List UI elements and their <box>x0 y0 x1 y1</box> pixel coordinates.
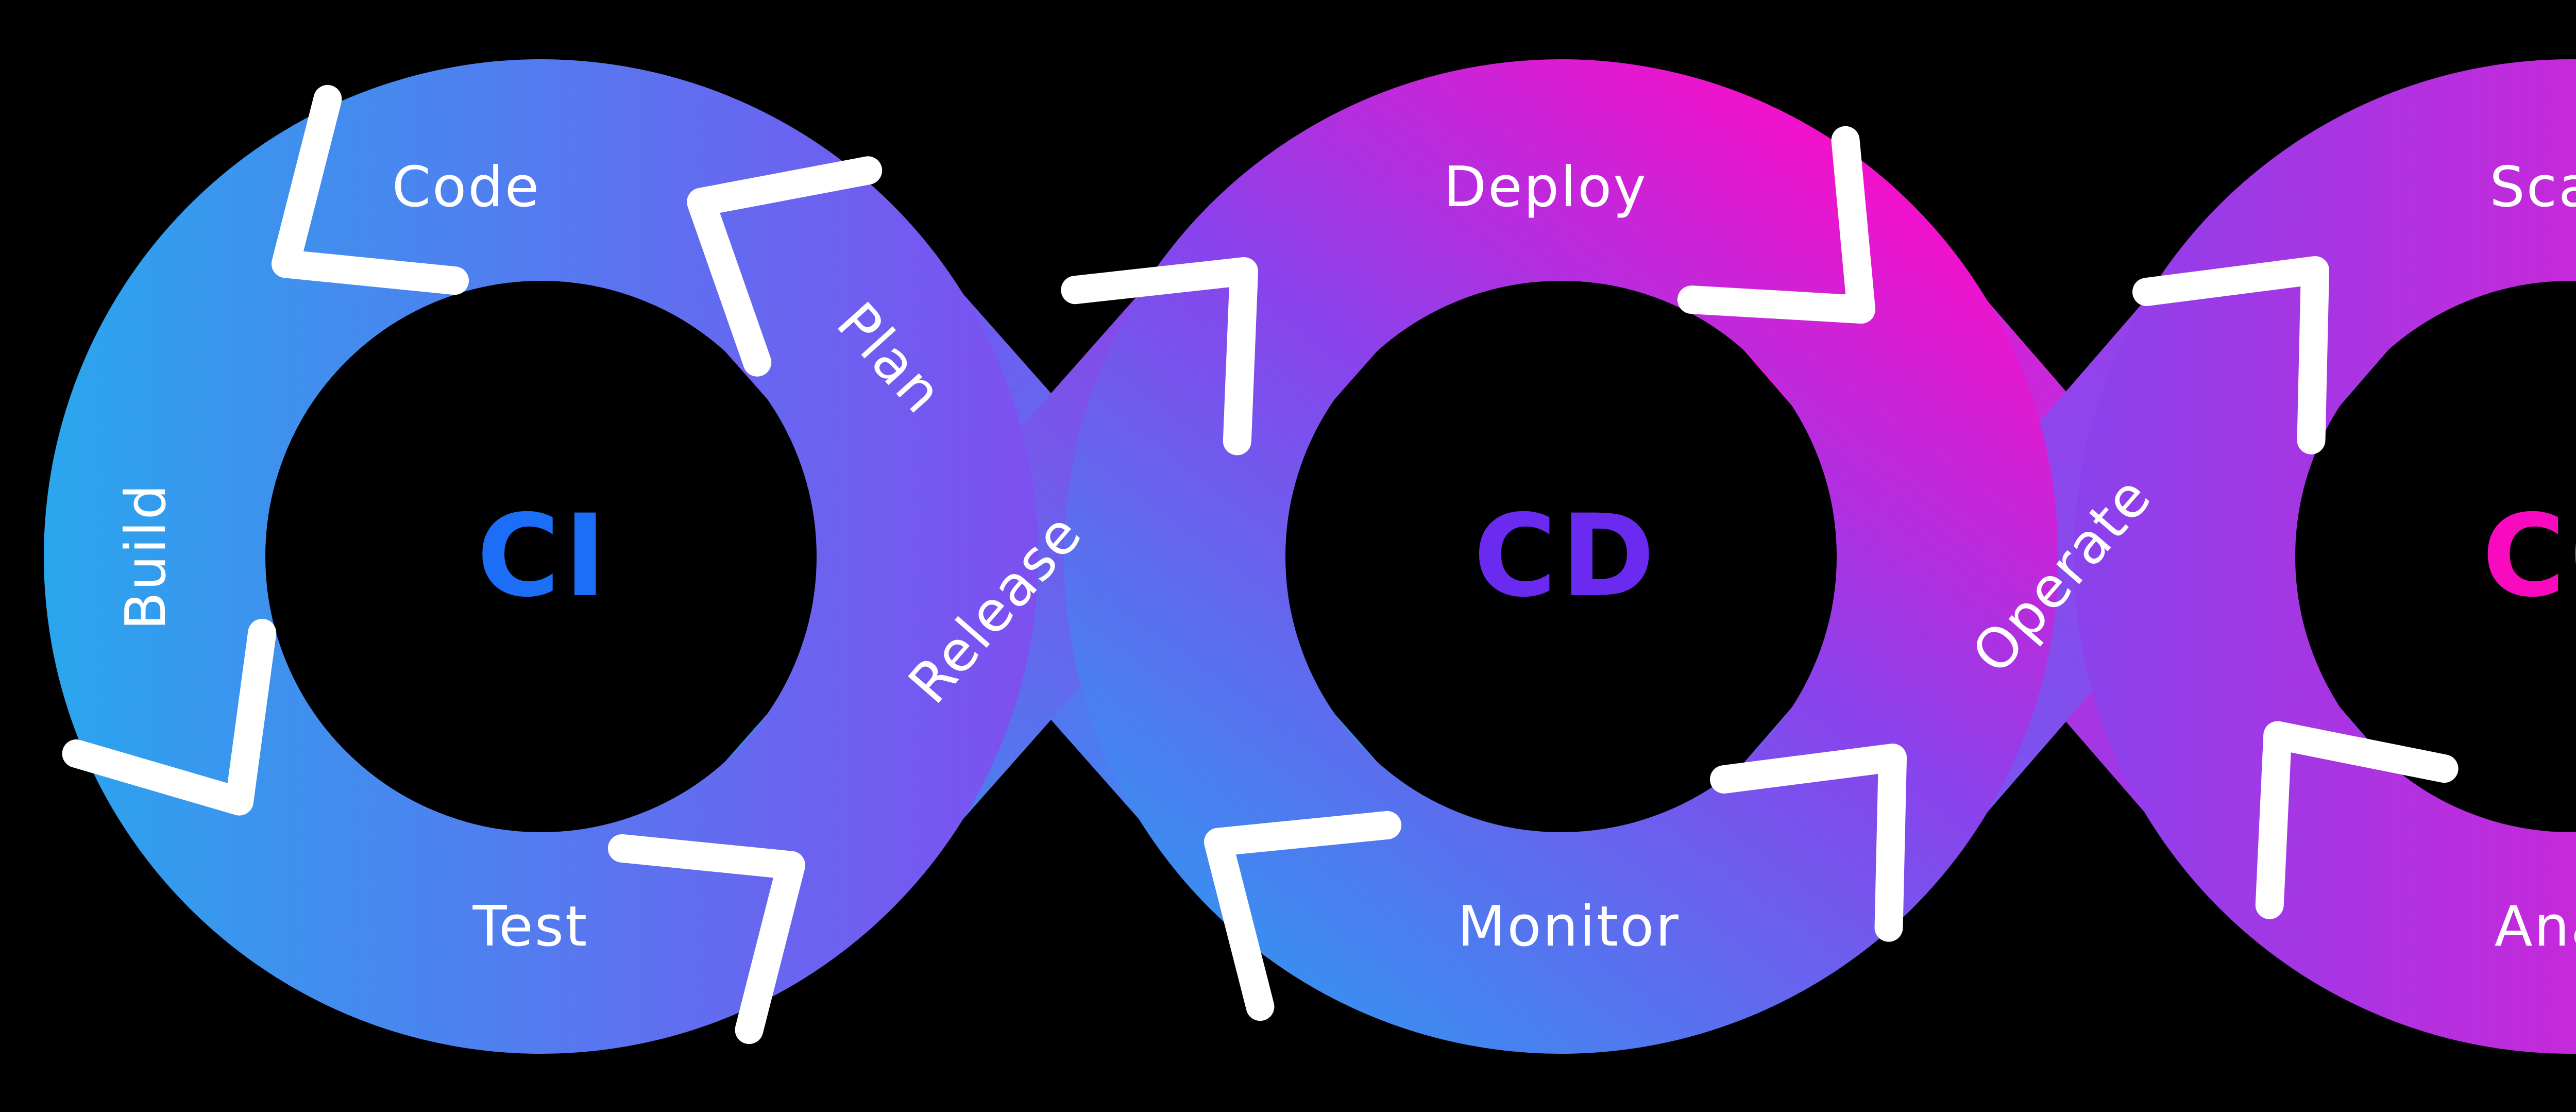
flow-arrows <box>62 85 2459 1044</box>
flow-arrow-icon <box>62 618 277 816</box>
co-loop-ring <box>2074 59 2576 1054</box>
flow-arrow-icon <box>271 85 469 295</box>
step-label-deploy: Deploy <box>1444 155 1648 220</box>
step-label-build: Build <box>114 483 178 630</box>
flow-arrow-icon <box>1061 257 1259 456</box>
flow-arrow-icon <box>1709 744 1907 942</box>
flow-arrow-icon <box>2132 256 2330 454</box>
cd-loop-ring <box>1064 59 2058 1054</box>
step-label-scale: Scale <box>2489 155 2576 220</box>
flow-arrow-icon <box>607 834 806 1044</box>
co-loop-label: CO <box>2482 490 2576 622</box>
flow-arrow-icon <box>2255 721 2459 919</box>
step-label-test: Test <box>472 895 589 959</box>
step-label-monitor: Monitor <box>1458 895 1680 959</box>
step-label-analyze: Analyze <box>2495 895 2576 959</box>
cd-loop-label: CD <box>1473 490 1659 622</box>
flow-arrow-icon <box>1677 126 1876 324</box>
flow-arrow-icon <box>1204 811 1402 1021</box>
ci-loop-ring <box>44 59 1038 1054</box>
ci-loop-label: CI <box>477 490 610 622</box>
step-label-code: Code <box>392 155 541 220</box>
flow-arrow-icon <box>687 156 883 377</box>
